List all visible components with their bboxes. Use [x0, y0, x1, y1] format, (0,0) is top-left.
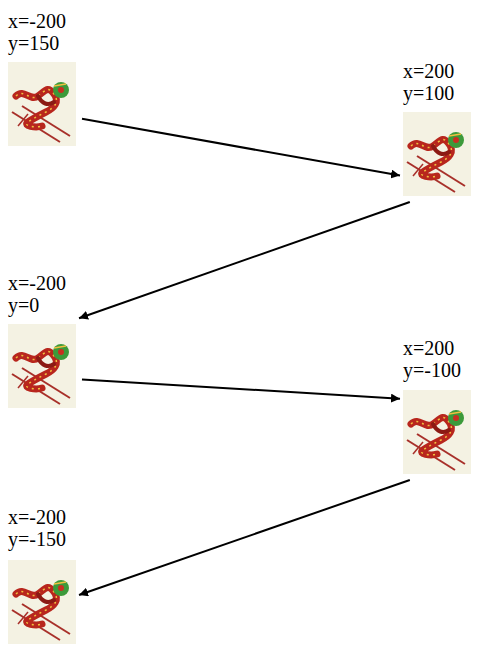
- arrow-connector: [82, 119, 400, 176]
- coordinate-label: x=-200: [8, 272, 66, 294]
- coordinate-label: x=200: [403, 60, 454, 82]
- skier-node: x=200y=100: [403, 60, 471, 196]
- coordinate-label: x=-200: [8, 10, 66, 32]
- arrow-connector: [82, 379, 400, 398]
- skier-node: x=-200y=0: [8, 272, 76, 408]
- skier-node: x=-200y=-150: [8, 506, 76, 644]
- skier-icon: [8, 62, 76, 146]
- skier-icon: [8, 560, 76, 644]
- arrow-connector: [79, 480, 410, 595]
- skier-node: x=-200y=150: [8, 10, 76, 146]
- coordinate-label: y=150: [8, 32, 59, 54]
- arrow-connector: [79, 202, 410, 318]
- coordinate-label: y=-100: [403, 359, 461, 381]
- skier-icon: [403, 390, 471, 474]
- skier-icon: [403, 112, 471, 196]
- coordinate-label: y=100: [403, 82, 454, 104]
- coordinate-label: y=0: [8, 294, 39, 316]
- coordinate-label: x=-200: [8, 506, 66, 528]
- skier-node: x=200y=-100: [403, 337, 471, 474]
- coordinate-label: x=200: [403, 337, 454, 359]
- skier-icon: [8, 324, 76, 408]
- coordinate-label: y=-150: [8, 528, 66, 550]
